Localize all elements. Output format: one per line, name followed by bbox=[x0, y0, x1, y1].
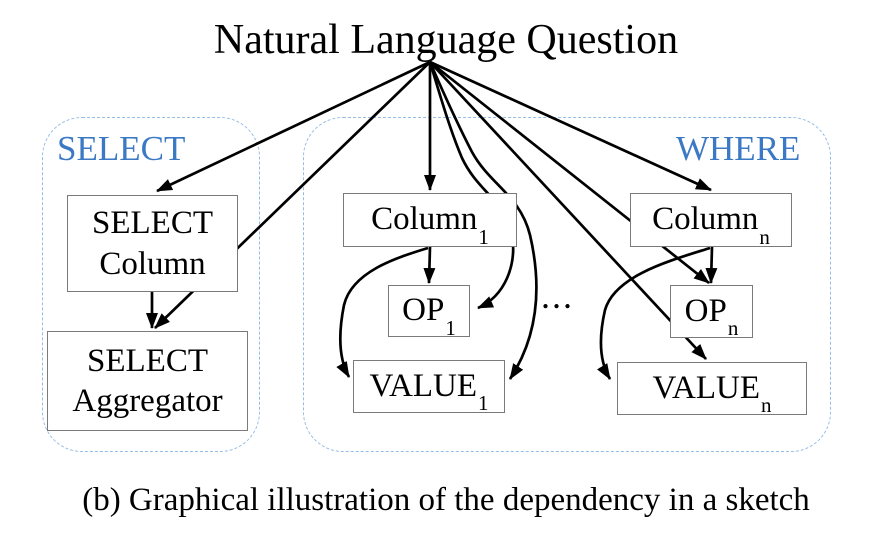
node-value-1-subscript: 1 bbox=[478, 391, 489, 416]
arrow-nlq-to-op-1 bbox=[428, 61, 515, 310]
arrow-nlq-to-value-n bbox=[429, 61, 707, 360]
arrow-nlq-to-column-n bbox=[429, 60, 712, 192]
node-value-n-text: VALUE bbox=[652, 369, 761, 406]
node-value-1-label: VALUE1 bbox=[369, 366, 488, 414]
node-column-n-subscript: n bbox=[759, 224, 770, 249]
figure-caption: (b) Graphical illustration of the depend… bbox=[82, 482, 810, 518]
node-select-aggregator-line1: SELECT bbox=[87, 342, 208, 379]
ellipsis-between-where-clauses: ... bbox=[541, 276, 574, 316]
node-op-n-label: OPn bbox=[684, 291, 739, 339]
node-select-column-line2: Column bbox=[99, 245, 206, 282]
node-op-1-subscript: 1 bbox=[445, 315, 456, 340]
node-value-n-subscript: n bbox=[761, 393, 772, 418]
node-column-1-subscript: 1 bbox=[478, 224, 489, 249]
node-column-n: Columnn bbox=[630, 193, 792, 247]
node-op-1: OP1 bbox=[388, 285, 470, 338]
select-group-label: SELECT bbox=[57, 129, 186, 168]
node-value-n: VALUEn bbox=[617, 362, 807, 416]
node-value-1: VALUE1 bbox=[353, 360, 505, 414]
node-value-1-text: VALUE bbox=[369, 367, 478, 404]
node-select-column: SELECT Column bbox=[67, 195, 238, 292]
where-group-label: WHERE bbox=[676, 129, 801, 168]
node-select-column-line1: SELECT bbox=[92, 205, 213, 242]
node-op-1-text: OP bbox=[402, 292, 445, 329]
node-op-n-text: OP bbox=[684, 292, 727, 329]
where-group-outline bbox=[303, 117, 831, 452]
arrow-nlq-to-select-column bbox=[156, 60, 431, 193]
arrow-column-1-to-value-1 bbox=[336, 246, 429, 378]
diagram-title: Natural Language Question bbox=[213, 17, 679, 63]
node-column-n-text: Column bbox=[652, 201, 759, 238]
node-op-n: OPn bbox=[670, 285, 753, 339]
select-group-outline bbox=[42, 117, 260, 452]
arrow-column-n-to-value-n bbox=[597, 246, 711, 380]
arrow-column-n-to-op-n bbox=[705, 246, 718, 284]
node-column-1: Column1 bbox=[343, 193, 517, 247]
arrow-column-1-to-op-1 bbox=[423, 246, 436, 284]
node-value-n-label: VALUEn bbox=[652, 368, 771, 416]
node-select-aggregator: SELECT Aggregator bbox=[47, 331, 248, 431]
node-column-1-label: Column1 bbox=[371, 199, 489, 247]
node-column-n-label: Columnn bbox=[652, 199, 770, 247]
node-column-1-text: Column bbox=[371, 201, 478, 238]
node-select-aggregator-line2: Aggregator bbox=[72, 383, 223, 419]
node-op-1-label: OP1 bbox=[402, 290, 456, 338]
node-op-n-subscript: n bbox=[727, 316, 739, 341]
